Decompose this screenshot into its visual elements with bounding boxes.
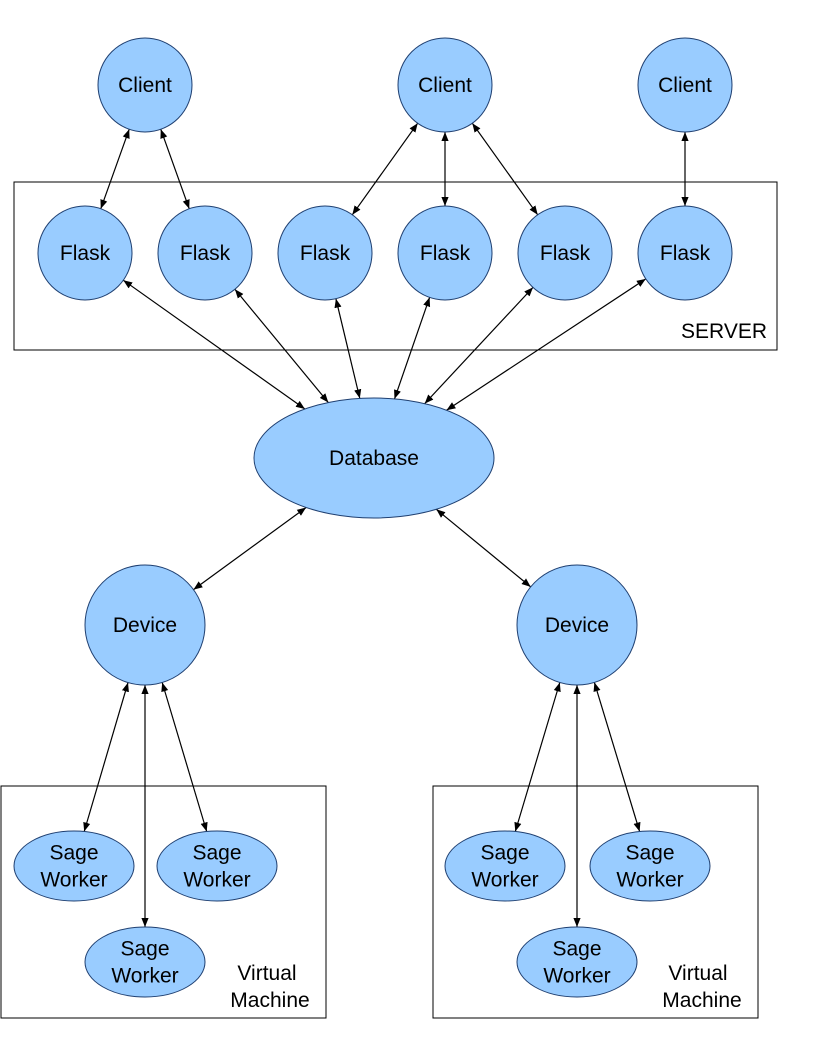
sage-worker-node-label: Worker	[616, 869, 683, 892]
client-node-label: Client	[418, 74, 472, 97]
connection-arrow	[100, 129, 130, 209]
database-node: Database	[253, 397, 495, 519]
connection-arrow	[351, 122, 419, 216]
flask-node-shape	[397, 205, 493, 301]
sage-worker-node-label: Sage	[480, 842, 529, 865]
flask-node-label: Flask	[300, 242, 351, 265]
flask-node-label: Flask	[660, 242, 711, 265]
flask-node-shape	[517, 205, 613, 301]
sage-worker-node-label: Worker	[471, 869, 538, 892]
connection-arrow	[193, 507, 307, 591]
device-node-label: Device	[545, 614, 609, 637]
flask-node-label: Flask	[60, 242, 111, 265]
device-node: Device	[84, 564, 206, 686]
sage-worker-node-label: Worker	[183, 869, 250, 892]
client-node: Client	[397, 37, 493, 133]
client-node-shape	[97, 37, 193, 133]
client-node-label: Client	[658, 74, 712, 97]
sage-worker-node-shape	[13, 830, 135, 902]
connection-arrow	[446, 278, 647, 411]
sage-worker-node-shape	[444, 830, 566, 902]
sage-worker-node-shape	[589, 830, 711, 902]
flask-node-label: Flask	[420, 242, 471, 265]
flask-node-shape	[277, 205, 373, 301]
client-node: Client	[637, 37, 733, 133]
sage-worker-node-label: Sage	[625, 842, 674, 865]
flask-node: Flask	[397, 205, 493, 301]
connection-arrow	[83, 682, 129, 832]
connection-arrow	[161, 682, 208, 832]
sage-worker-node-shape	[84, 926, 206, 998]
flask-node: Flask	[637, 205, 733, 301]
connection-arrow	[435, 508, 532, 588]
flask-node-label: Flask	[180, 242, 231, 265]
device-node-shape	[84, 564, 206, 686]
flask-node: Flask	[277, 205, 373, 301]
client-node-label: Client	[118, 74, 172, 97]
connection-arrow	[393, 297, 431, 400]
connection-arrow	[334, 298, 362, 399]
vm-label-line1: Virtual	[668, 962, 727, 985]
sage-worker-node-label: Worker	[111, 965, 178, 988]
connection-arrow	[424, 286, 534, 405]
client-node-shape	[637, 37, 733, 133]
client-node-shape	[397, 37, 493, 133]
flask-node-shape	[637, 205, 733, 301]
connection-arrow	[160, 129, 190, 209]
device-node-shape	[516, 564, 638, 686]
connection-arrow	[593, 682, 641, 832]
flask-node: Flask	[37, 205, 133, 301]
sage-worker-node-label: Worker	[543, 965, 610, 988]
database-node-shape	[253, 397, 495, 519]
flask-node-shape	[157, 205, 253, 301]
sage-worker-node-label: Sage	[120, 938, 169, 961]
connection-arrow	[471, 122, 539, 216]
vm-label-line1: Virtual	[237, 962, 296, 985]
flask-node-shape	[37, 205, 133, 301]
flask-node: Flask	[517, 205, 613, 301]
connection-arrow	[514, 682, 561, 832]
virtual-machine-box-0: Virtual Machine	[0, 785, 327, 1019]
device-node: Device	[516, 564, 638, 686]
flask-node: Flask	[157, 205, 253, 301]
server-label: SERVER	[681, 320, 767, 343]
sage-worker-node-label: Sage	[552, 938, 601, 961]
sage-worker-node-shape	[156, 830, 278, 902]
sage-worker-node-label: Worker	[40, 869, 107, 892]
connection-arrow	[234, 288, 329, 403]
vm-label-line2: Machine	[662, 989, 741, 1012]
device-node-label: Device	[113, 614, 177, 637]
database-node-label: Database	[329, 447, 419, 470]
connection-lines	[83, 122, 689, 927]
sage-worker-node-label: Sage	[49, 842, 98, 865]
vm-label-line2: Machine	[230, 989, 309, 1012]
sage-worker-node-shape	[516, 926, 638, 998]
flask-node-label: Flask	[540, 242, 591, 265]
sage-worker-node-label: Sage	[192, 842, 241, 865]
client-node: Client	[97, 37, 193, 133]
